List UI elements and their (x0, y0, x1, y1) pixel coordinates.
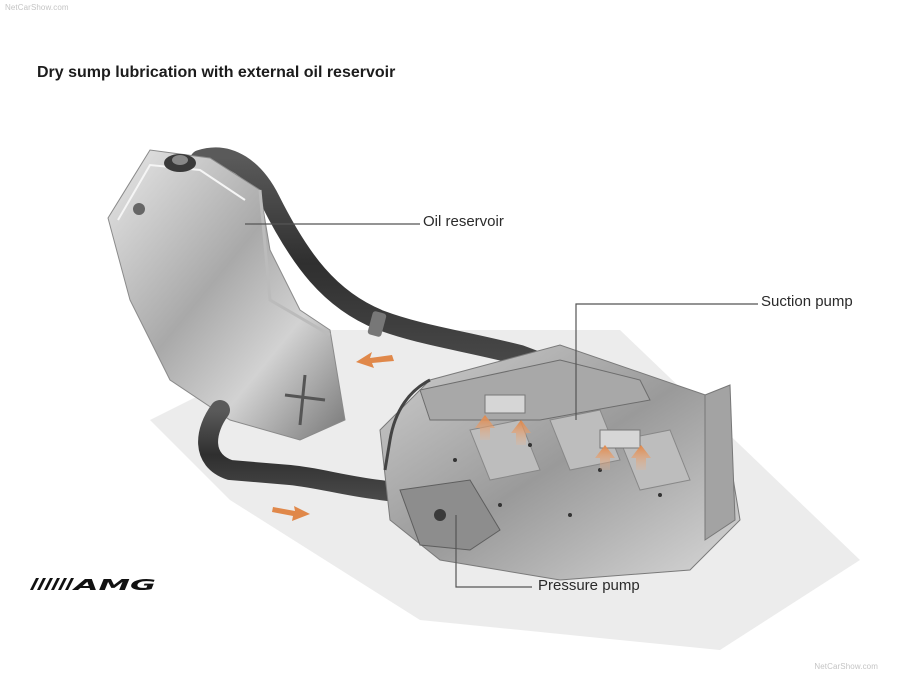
watermark-top: NetCarShow.com (5, 3, 69, 12)
label-oil-reservoir: Oil reservoir (423, 213, 504, 230)
oil-reservoir-tank (107, 149, 346, 441)
diagram-title: Dry sump lubrication with external oil r… (37, 64, 396, 81)
crankcase-block (379, 344, 741, 581)
leader-lines (245, 223, 758, 588)
label-suction-pump: Suction pump (761, 293, 853, 310)
label-pressure-pump: Pressure pump (538, 577, 640, 594)
watermark-bottom: NetCarShow.com (814, 662, 878, 671)
amg-logo: AMG (30, 576, 156, 594)
feed-flow-arrow (272, 506, 310, 521)
suction-flow-arrows (475, 415, 651, 470)
suction-pump-leader (575, 303, 758, 420)
pressure-pump-leader (455, 515, 532, 588)
amg-logo-text: AMG (72, 576, 156, 594)
return-flow-arrow (356, 352, 394, 368)
return-hose (190, 147, 570, 380)
